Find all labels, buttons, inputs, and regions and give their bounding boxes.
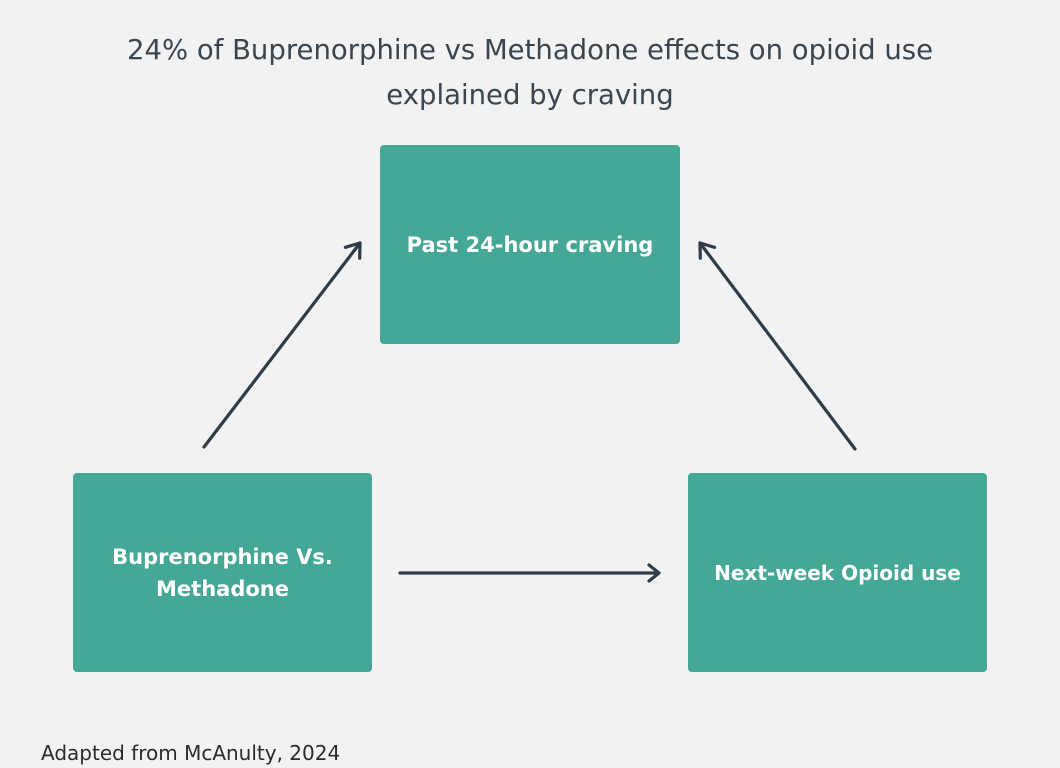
- arrow-outcome-to-mediator: [698, 241, 857, 451]
- outcome-box: Next-week Opioid use: [688, 473, 987, 672]
- arrow-predictor-to-outcome: [398, 563, 661, 583]
- diagram-title: 24% of Buprenorphine vs Methadone effect…: [126, 34, 934, 111]
- predictor-label: Buprenorphine Vs. Methadone: [112, 544, 333, 601]
- mediator-label: Past 24-hour craving: [406, 233, 654, 257]
- source-citation: Adapted from McAnulty, 2024: [41, 741, 341, 765]
- outcome-label: Next-week Opioid use: [714, 560, 961, 585]
- predictor-box: Buprenorphine Vs. Methadone: [73, 473, 372, 672]
- mediator-box: Past 24-hour craving: [380, 145, 680, 344]
- arrow-predictor-to-mediator: [202, 241, 362, 449]
